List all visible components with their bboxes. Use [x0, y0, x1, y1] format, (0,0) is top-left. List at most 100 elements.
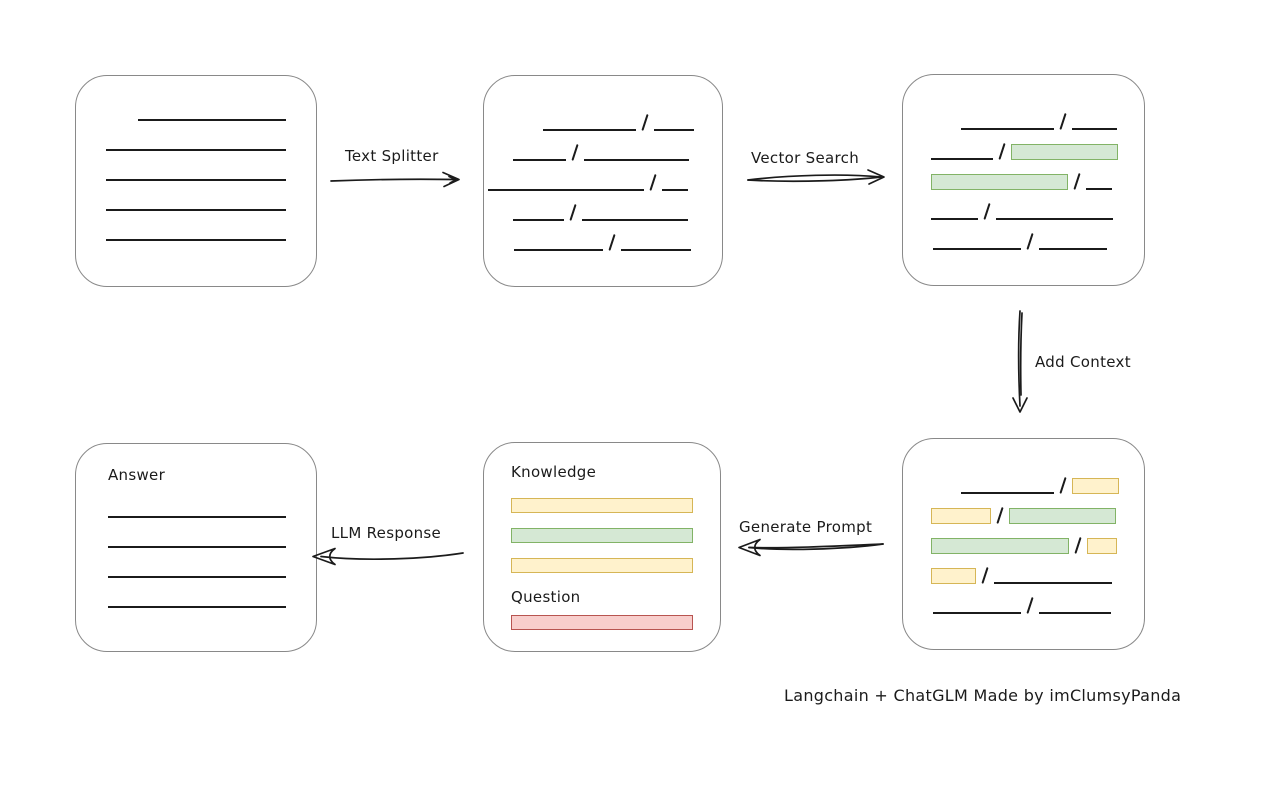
chunk-row — [903, 190, 1144, 220]
retrieved-chunks-box — [902, 74, 1145, 286]
text-line — [933, 612, 1021, 614]
text-line — [654, 129, 695, 131]
text-line — [621, 249, 692, 251]
text-line — [1039, 248, 1108, 250]
text-line — [996, 218, 1114, 220]
chunks-box — [483, 75, 723, 287]
chunk-row — [903, 524, 1144, 554]
chunk-row — [484, 191, 722, 221]
text-line-row — [76, 91, 316, 121]
green-highlight — [1011, 144, 1119, 160]
text-line-row — [76, 578, 316, 608]
text-line — [961, 492, 1054, 494]
text-line — [108, 576, 286, 578]
chunk-row — [484, 161, 722, 191]
chunk-row — [903, 554, 1144, 584]
text-line — [662, 189, 689, 191]
text-line — [931, 218, 978, 220]
text-line — [106, 149, 286, 151]
text-line — [1086, 188, 1113, 190]
chunk-row — [484, 131, 722, 161]
text-line-row — [76, 488, 316, 518]
text-line — [108, 546, 286, 548]
context-box — [902, 438, 1145, 650]
slash-separator — [1059, 113, 1067, 130]
slash-separator — [608, 234, 616, 251]
text-line — [1072, 128, 1118, 130]
slash-separator — [1073, 173, 1081, 190]
knowledge-title: Knowledge — [511, 463, 597, 481]
text-line — [108, 606, 286, 608]
text-line — [994, 582, 1113, 584]
slash-separator — [571, 144, 579, 161]
text-line-row — [76, 211, 316, 241]
yellow-highlight — [931, 568, 976, 584]
vector-search-label: Vector Search — [751, 149, 859, 167]
text-line — [543, 129, 636, 131]
yellow-highlight — [1087, 538, 1118, 554]
question-title: Question — [511, 588, 581, 606]
llm-response-label: LLM Response — [331, 524, 442, 542]
document-lines — [76, 76, 316, 241]
text-line-row — [76, 151, 316, 181]
answer-box: Answer — [75, 443, 317, 652]
add-context-arrow — [1012, 310, 1028, 413]
text-line — [1039, 612, 1112, 614]
slash-separator — [569, 204, 577, 221]
slash-separator — [996, 507, 1004, 524]
text-line — [108, 516, 286, 518]
text-line — [106, 179, 286, 181]
chunk-row — [903, 100, 1144, 130]
green-bar — [511, 528, 693, 543]
chunk-row — [484, 221, 722, 251]
green-highlight — [931, 174, 1068, 190]
yellow-highlight — [931, 508, 991, 524]
generate-prompt-arrow — [738, 538, 884, 557]
text-line — [513, 159, 566, 161]
text-line — [106, 239, 286, 241]
green-highlight — [931, 538, 1069, 554]
slash-separator — [1074, 537, 1082, 554]
question-bars — [511, 615, 720, 630]
slash-separator — [981, 567, 989, 584]
diagram-caption: Langchain + ChatGLM Made by imClumsyPand… — [784, 686, 1182, 705]
slash-separator — [649, 174, 657, 191]
text-line-row — [76, 121, 316, 151]
text-line-row — [76, 181, 316, 211]
add-context-label: Add Context — [1035, 353, 1131, 371]
chunk-row — [903, 494, 1144, 524]
red-bar — [511, 615, 693, 630]
slash-separator — [1026, 597, 1034, 614]
knowledge-bars — [511, 498, 720, 573]
chunk-rows — [903, 75, 1144, 250]
chunk-row — [484, 101, 722, 131]
slash-separator — [641, 114, 649, 131]
text-splitter-arrow — [330, 171, 460, 188]
slash-separator — [1026, 233, 1034, 250]
text-line — [513, 219, 564, 221]
text-line-row — [76, 548, 316, 578]
text-line — [138, 119, 286, 121]
text-line — [933, 248, 1021, 250]
slash-separator — [983, 203, 991, 220]
yellow-highlight — [1072, 478, 1120, 494]
text-line — [582, 219, 689, 221]
chunk-rows — [484, 76, 722, 251]
yellow-bar — [511, 498, 693, 513]
text-line — [931, 158, 993, 160]
slash-separator — [998, 143, 1006, 160]
document-box — [75, 75, 317, 287]
answer-lines — [76, 488, 316, 608]
chunk-row — [903, 160, 1144, 190]
text-line-row — [76, 518, 316, 548]
text-line — [961, 128, 1054, 130]
answer-title: Answer — [108, 466, 166, 484]
chunk-row — [903, 130, 1144, 160]
text-line — [514, 249, 603, 251]
vector-search-arrow — [747, 169, 885, 185]
text-line — [488, 189, 644, 191]
chunk-row — [903, 464, 1144, 494]
prompt-box: Knowledge Question — [483, 442, 721, 652]
yellow-bar — [511, 558, 693, 573]
